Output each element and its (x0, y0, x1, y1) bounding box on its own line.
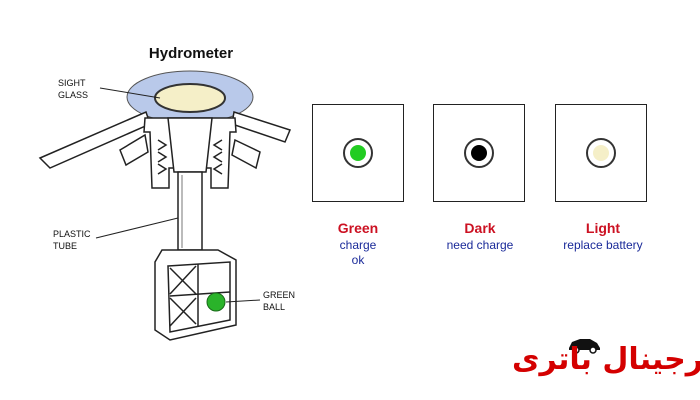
plastic-tube-label-line2: TUBE (53, 241, 77, 251)
state-desc-dark: need charge (410, 238, 550, 253)
green-ball-label-line2: BALL (263, 302, 285, 312)
diagram-title: Hydrometer (149, 45, 233, 62)
sight-glass (154, 83, 226, 113)
state-desc-line: charge (339, 238, 377, 252)
state-box-green (312, 104, 404, 202)
car-icon (569, 339, 600, 354)
plastic-tube-shape (167, 117, 213, 251)
indicator-ring (586, 138, 616, 168)
brand-logo: اورجینال باتری (512, 342, 700, 377)
plastic-tube-leader (95, 217, 179, 239)
green-ball-label-line1: GREEN (263, 290, 295, 300)
state-desc-light: replace battery (533, 238, 673, 253)
state-name-light: Light (585, 220, 621, 236)
state-box-dark (433, 104, 525, 202)
sight-glass-label-line1: SIGHT (58, 78, 86, 88)
green-ball-leader (225, 299, 261, 303)
sight-glass-leader (99, 87, 161, 99)
plastic-tube-label-line1: PLASTIC (53, 229, 91, 239)
dark-dot-icon (471, 145, 487, 161)
state-desc-line: need charge (446, 238, 514, 252)
state-desc-line: replace battery (563, 238, 643, 252)
state-name-green: Green (337, 220, 379, 236)
indicator-ring (343, 138, 373, 168)
sight-glass-label-line2: GLASS (58, 90, 88, 100)
state-desc-line: ok (351, 253, 365, 267)
green-dot-icon (350, 145, 366, 161)
light-dot-icon (593, 145, 609, 161)
ball-cage (154, 249, 237, 341)
indicator-ring (464, 138, 494, 168)
state-desc-green: charge ok (288, 238, 428, 268)
state-name-dark: Dark (464, 220, 496, 236)
green-ball (206, 292, 226, 312)
state-box-light (555, 104, 647, 202)
